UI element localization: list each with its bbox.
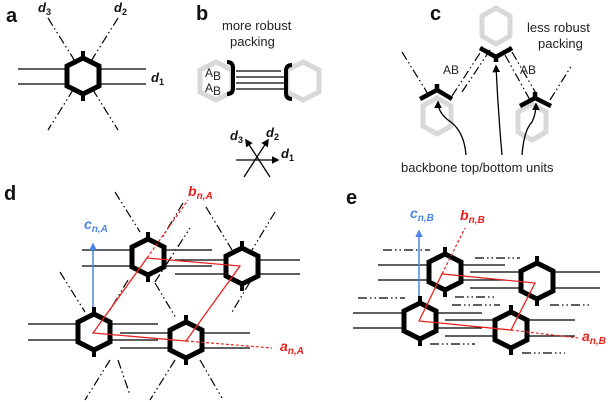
caption-backbone-units: backbone top/bottom units	[401, 160, 554, 175]
backbone-unit	[478, 46, 514, 62]
a-vector-extension	[185, 340, 273, 349]
panel-c: c less robust packing AB AB backbone top…	[401, 3, 590, 175]
direction-axes-glyph	[236, 138, 280, 178]
label-d1: d1	[151, 70, 164, 87]
ghost-hexagon	[515, 101, 549, 143]
ab-label-right: AB	[520, 63, 536, 77]
b-vector-label: bn,A	[188, 183, 213, 202]
axis-label-d3: d3	[230, 128, 243, 145]
panel-label-b: b	[196, 3, 208, 25]
a-vector-label: an,B	[582, 328, 606, 347]
pointer-arrow	[434, 100, 467, 156]
ab-label: AB	[205, 81, 221, 98]
title-line1: less robust	[527, 20, 590, 35]
panel-label-a: a	[6, 5, 18, 27]
panel-b: b more robust packing AB AB d3 d2 d1	[196, 3, 322, 178]
title-line2: packing	[538, 36, 583, 51]
panel-e: e cn,B bn,B an,B	[346, 187, 606, 355]
ab-label: AB	[205, 66, 221, 83]
bracket-right	[284, 63, 293, 101]
unit-cell	[418, 273, 537, 331]
ghost-hexagon	[420, 95, 454, 137]
b-vector-extension	[146, 199, 189, 259]
c-vector-label: cn,A	[84, 216, 108, 235]
title-line2: packing	[230, 34, 275, 49]
title-line1: more robust	[222, 18, 292, 33]
hexagon-unit	[521, 256, 553, 306]
b-vector-extension	[441, 227, 466, 275]
ghost-hexagon	[284, 59, 322, 103]
a-vector-extension	[510, 329, 579, 339]
backbone-unit	[518, 92, 553, 109]
b-vector-label: bn,B	[460, 207, 485, 226]
a-vector-label: an,A	[280, 338, 304, 357]
hexagon-unit	[67, 51, 99, 101]
label-d2: d2	[114, 0, 127, 17]
panel-label-c: c	[430, 3, 441, 25]
c-vector-label: cn,B	[410, 205, 434, 224]
panel-label-e: e	[346, 187, 357, 209]
panel-a: a d3 d2 d1	[6, 0, 164, 131]
panel-label-d: d	[4, 183, 16, 205]
axis-label-d2: d2	[266, 125, 279, 142]
bracket-left	[226, 60, 235, 96]
backbone-unit	[418, 84, 454, 101]
unit-cell	[91, 257, 242, 342]
pointer-arrow	[492, 64, 503, 156]
pointer-arrow	[521, 102, 540, 156]
ab-label-left: AB	[443, 63, 459, 77]
panel-d: d cn,A bn,A an,A	[4, 183, 304, 401]
label-d3: d3	[38, 0, 51, 17]
axis-label-d1: d1	[281, 146, 294, 163]
ghost-hexagon	[479, 5, 513, 47]
